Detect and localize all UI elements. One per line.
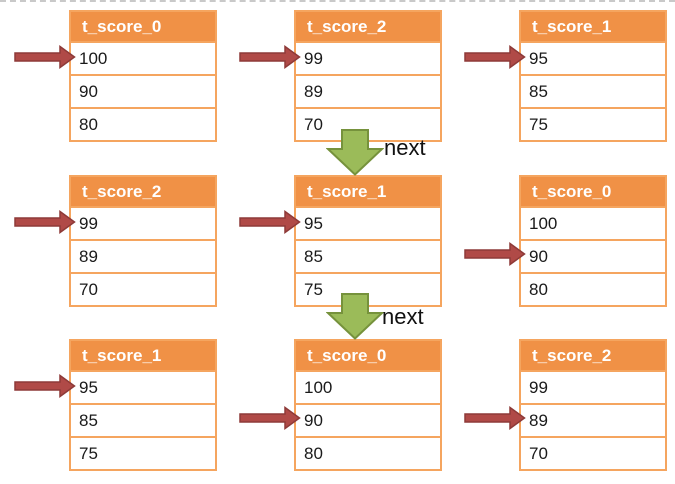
row-pointer-arrow	[239, 406, 301, 430]
table-cell: 90	[296, 403, 440, 436]
table-title: t_score_2	[71, 177, 215, 206]
table-cell: 85	[521, 74, 665, 107]
table-cell: 75	[71, 436, 215, 469]
table-title: t_score_0	[71, 12, 215, 41]
table-t_score_0-r3c2: t_score_0 100 90 80	[294, 339, 442, 471]
table-cell: 100	[71, 41, 215, 74]
row-pointer-arrow	[464, 45, 526, 69]
table-t_score_1-r3c1: t_score_1 95 85 75	[69, 339, 217, 471]
row-pointer-arrow	[239, 210, 301, 234]
table-cell: 99	[521, 370, 665, 403]
table-cell: 85	[296, 239, 440, 272]
table-cell: 89	[71, 239, 215, 272]
table-t_score_0-r1c1: t_score_0 100 90 80	[69, 10, 217, 142]
table-title: t_score_1	[296, 177, 440, 206]
row-pointer-arrow	[464, 406, 526, 430]
table-cell: 99	[71, 206, 215, 239]
table-cell: 70	[521, 436, 665, 469]
table-cell: 75	[521, 107, 665, 140]
next-arrow-label: next	[384, 135, 426, 160]
row-pointer-arrow	[464, 242, 526, 266]
table-title: t_score_0	[296, 341, 440, 370]
table-title: t_score_2	[521, 341, 665, 370]
table-cell: 80	[296, 436, 440, 469]
table-cell: 89	[296, 74, 440, 107]
table-t_score_2-r1c2: t_score_2 99 89 70	[294, 10, 442, 142]
table-cell: 100	[521, 206, 665, 239]
row-pointer-arrow	[239, 45, 301, 69]
table-title: t_score_1	[71, 341, 215, 370]
row-pointer-arrow	[14, 210, 76, 234]
table-cell: 80	[71, 107, 215, 140]
table-cell: 70	[71, 272, 215, 305]
table-cell: 85	[71, 403, 215, 436]
table-title: t_score_1	[521, 12, 665, 41]
table-t_score_1-r1c3: t_score_1 95 85 75	[519, 10, 667, 142]
table-t_score_1-r2c2: t_score_1 95 85 75	[294, 175, 442, 307]
next-arrow-icon	[326, 293, 384, 340]
row-pointer-arrow	[14, 374, 76, 398]
table-cell: 80	[521, 272, 665, 305]
table-title: t_score_2	[296, 12, 440, 41]
table-cell: 90	[71, 74, 215, 107]
next-arrow-icon	[326, 129, 384, 176]
table-cell: 99	[296, 41, 440, 74]
table-cell: 89	[521, 403, 665, 436]
table-cell: 100	[296, 370, 440, 403]
row-pointer-arrow	[14, 45, 76, 69]
table-cell: 95	[71, 370, 215, 403]
table-title: t_score_0	[521, 177, 665, 206]
next-arrow-label: next	[382, 304, 424, 329]
table-t_score_2-r2c1: t_score_2 99 89 70	[69, 175, 217, 307]
table-t_score_0-r2c3: t_score_0 100 90 80	[519, 175, 667, 307]
slide-boundary-dashed-line	[0, 0, 675, 2]
table-cell: 90	[521, 239, 665, 272]
table-cell: 95	[521, 41, 665, 74]
table-cell: 95	[296, 206, 440, 239]
table-t_score_2-r3c3: t_score_2 99 89 70	[519, 339, 667, 471]
